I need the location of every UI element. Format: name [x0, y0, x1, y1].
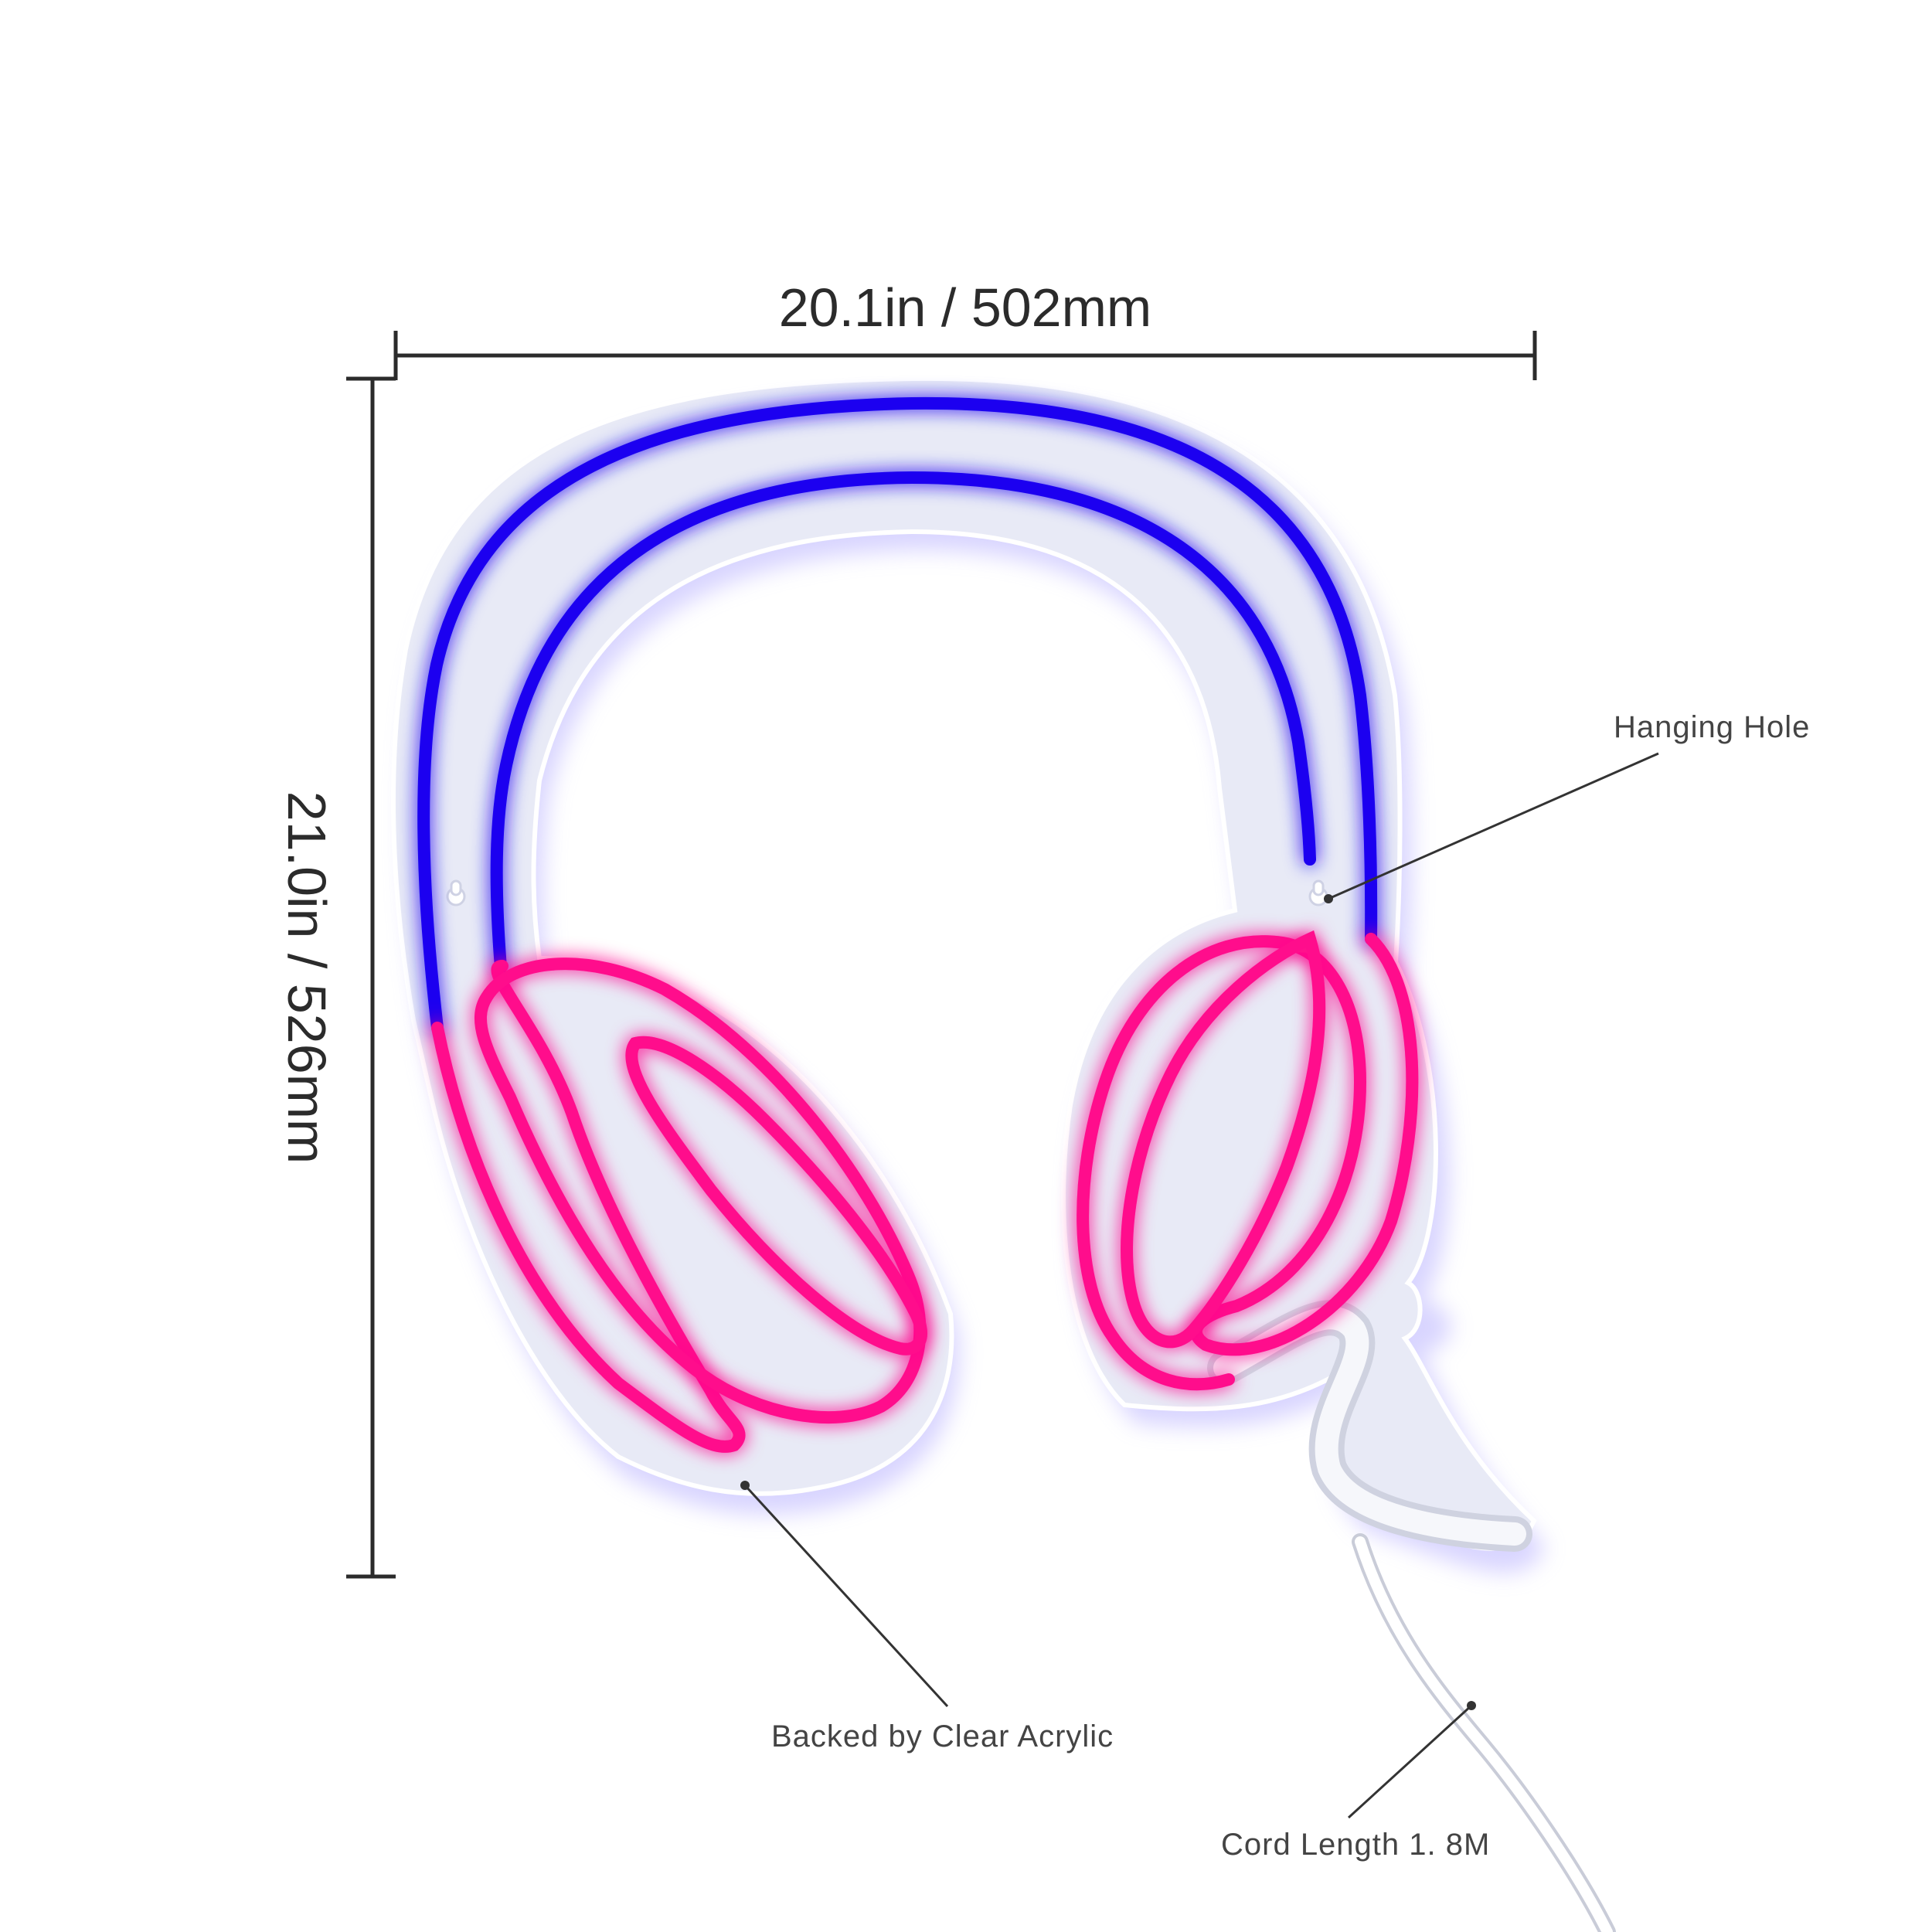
left-earcup-main-neon	[474, 957, 927, 1424]
left-earcup-inner-neon	[625, 1036, 928, 1355]
hanging-hole-left	[446, 879, 466, 906]
cord-label: Cord Length 1. 8M	[1221, 1828, 1490, 1862]
width-dimension: 20.1in / 502mm	[393, 277, 1537, 380]
width-label: 20.1in / 502mm	[779, 277, 1151, 338]
cord-leader-dot	[1467, 1701, 1476, 1710]
callout-cord: Cord Length 1. 8M	[1221, 1701, 1490, 1862]
hanging-hole-label: Hanging Hole	[1614, 710, 1810, 744]
neon-tubes	[417, 396, 1419, 1453]
hanging-hole-leader-line	[1328, 752, 1659, 900]
callout-hanging-hole: Hanging Hole	[1324, 710, 1810, 903]
height-dimension: 21.0in / 526mm	[277, 376, 396, 1579]
callout-backing: Backed by Clear Acrylic	[740, 1481, 1114, 1753]
right-earcup-outer-neon	[1077, 933, 1419, 1391]
hanging-hole-leader-dot	[1324, 894, 1333, 903]
acrylic-backing	[390, 376, 1546, 1573]
cord-leader-line	[1347, 1704, 1473, 1819]
headband-inner-neon	[490, 471, 1316, 974]
backing-leader-line	[743, 1484, 949, 1708]
backing-leader-dot	[740, 1481, 750, 1490]
headband-outer-neon	[417, 396, 1378, 1034]
right-earcup-inner-neon	[1121, 930, 1326, 1349]
height-label: 21.0in / 526mm	[277, 791, 337, 1164]
left-earcup-outer-neon	[431, 960, 746, 1453]
backing-label: Backed by Clear Acrylic	[771, 1719, 1114, 1753]
